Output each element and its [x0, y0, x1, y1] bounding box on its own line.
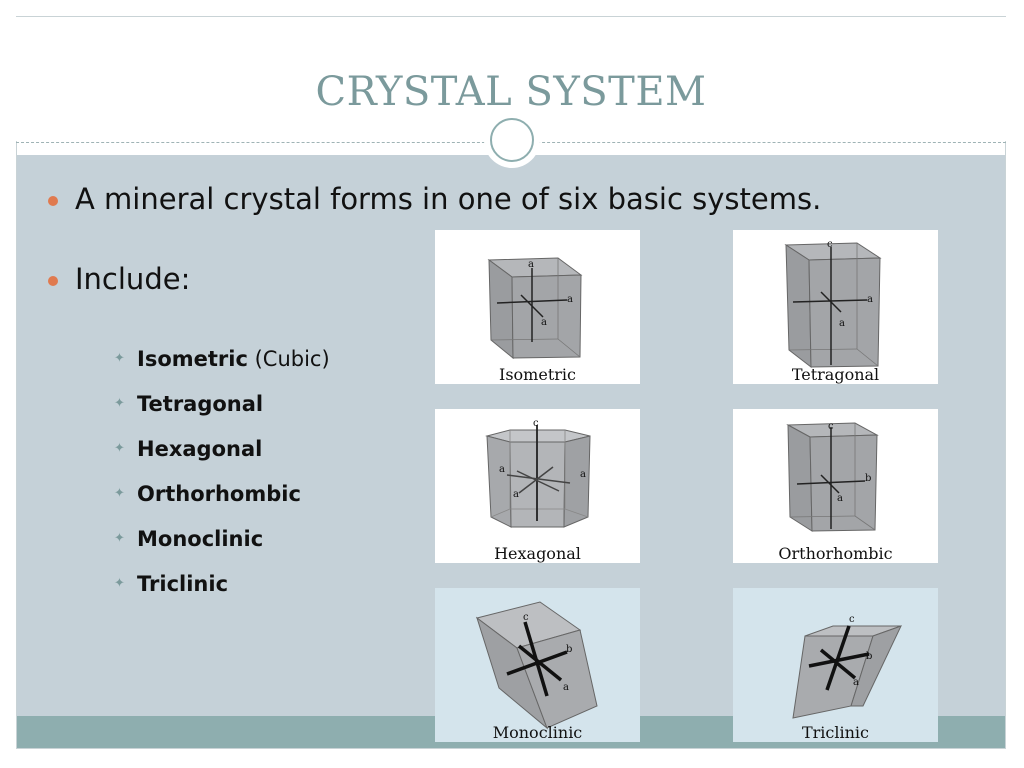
figure-monoclinic: c b a Monoclinic [435, 588, 640, 742]
figure-caption: Isometric [499, 365, 576, 384]
axis-label: c [533, 418, 539, 429]
axis-label: a [867, 294, 873, 305]
tetragonal-crystal-icon: c a a [784, 239, 882, 369]
figure-hexagonal: c a a a Hexagonal [435, 409, 640, 563]
axis-label: c [849, 614, 855, 625]
axis-label: a [837, 493, 843, 504]
axis-label: c [523, 612, 529, 623]
figure-triclinic: c b a Triclinic [733, 588, 938, 742]
triclinic-crystal-icon: c b a [792, 614, 902, 719]
isometric-crystal-icon: a a a [487, 257, 583, 360]
figure-tetragonal: c a a Tetragonal [733, 230, 938, 384]
axis-label: c [828, 421, 834, 432]
star-bullet-icon: ✦ [114, 351, 125, 366]
system-name: Monoclinic [137, 527, 264, 551]
bullet-text: Include: [75, 262, 191, 296]
bullet-dot-icon [48, 276, 58, 286]
axis-label: a [528, 259, 534, 270]
axis-label: b [865, 473, 871, 484]
axis-label: a [839, 318, 845, 329]
axis-label: a [580, 469, 586, 480]
figure-caption: Triclinic [801, 723, 869, 742]
axis-label: a [563, 682, 569, 693]
bullet-text: A mineral crystal forms in one of six ba… [75, 182, 822, 216]
system-name: Hexagonal [137, 437, 263, 461]
bullet-dot-icon [48, 196, 58, 206]
axis-label: b [866, 651, 872, 662]
orthorhombic-crystal-icon: c b a [786, 421, 879, 532]
axis-label: a [567, 294, 573, 305]
figure-caption: Monoclinic [492, 723, 583, 742]
system-note: (Cubic) [247, 347, 330, 371]
slide-title: CRYSTAL SYSTEM [315, 69, 707, 115]
figure-orthorhombic: c b a Orthorhombic [733, 409, 938, 563]
axis-label: b [566, 644, 572, 655]
figure-caption: Hexagonal [494, 544, 581, 563]
figure-caption: Tetragonal [791, 365, 880, 384]
star-bullet-icon: ✦ [114, 576, 125, 591]
star-bullet-icon: ✦ [114, 441, 125, 456]
monoclinic-crystal-icon: c b a [475, 601, 598, 730]
star-bullet-icon: ✦ [114, 486, 125, 501]
figure-caption: Orthorhombic [778, 544, 893, 563]
axis-label: a [541, 317, 547, 328]
system-name: Tetragonal [137, 392, 264, 416]
star-bullet-icon: ✦ [114, 531, 125, 546]
axis-label: c [827, 239, 833, 250]
ornament-ring-icon [484, 112, 540, 168]
axis-label: a [513, 489, 519, 500]
axis-label: a [853, 677, 859, 688]
star-bullet-icon: ✦ [114, 396, 125, 411]
hexagonal-crystal-icon: c a a a [485, 418, 591, 528]
axis-label: a [499, 464, 505, 475]
system-name: Orthorhombic [137, 482, 301, 506]
system-name: Triclinic [137, 572, 229, 596]
system-name: Isometric [137, 347, 248, 371]
figure-isometric: a a a Isometric [435, 230, 640, 384]
